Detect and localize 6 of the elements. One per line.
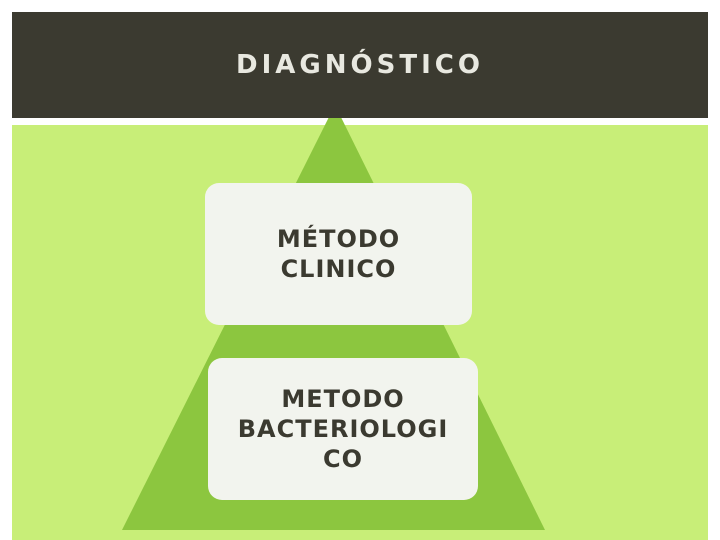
method-box: [208, 358, 478, 500]
box-label: MÉTODO CLINICO: [276, 224, 402, 284]
title-text: DIAGNÓSTICO: [236, 48, 484, 82]
box-label: METODO BACTERIOLOGICO: [236, 384, 450, 474]
title-band: [12, 12, 708, 118]
method-box: [205, 183, 472, 325]
